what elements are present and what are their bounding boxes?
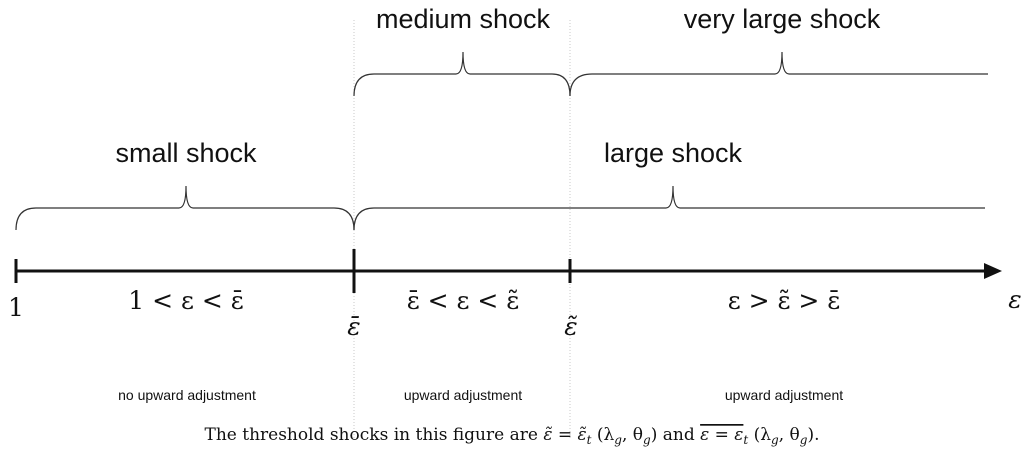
caption-sub-g2: g xyxy=(643,433,651,447)
region-medium-note: upward adjustment xyxy=(404,387,522,403)
very-large-shock-label: very large shock xyxy=(684,4,881,34)
threshold-bar-label: ε̄ xyxy=(347,312,360,341)
figure-caption: The threshold shocks in this figure are … xyxy=(204,425,819,447)
threshold-tilde-label: ε̃ xyxy=(564,312,577,341)
small-shock-label: small shock xyxy=(115,138,257,168)
caption-lead: The threshold shocks in this figure are xyxy=(204,425,543,445)
caption-end: . xyxy=(814,425,819,445)
axis-arrowhead-icon xyxy=(984,263,1002,279)
caption-close-2: ) xyxy=(807,425,814,445)
small-shock-brace xyxy=(15,185,355,231)
caption-bar-eq: ε = ε xyxy=(700,425,743,445)
caption-sub-g1: g xyxy=(614,433,622,447)
origin-label: 1 xyxy=(8,293,24,322)
region-large-inequality: ε > ε̃ > ε̄ xyxy=(728,286,841,315)
caption-comma-1: , θ xyxy=(622,425,643,445)
caption-bar-sub: t xyxy=(743,433,748,447)
caption-args-2: (λ xyxy=(748,425,771,445)
region-medium-inequality: ε̄ < ε < ε̃ xyxy=(407,286,520,315)
axis-symbol: ε xyxy=(1008,285,1021,314)
caption-sub-g4: g xyxy=(800,433,808,447)
caption-comma-2: , θ xyxy=(779,425,800,445)
region-small-note: no upward adjustment xyxy=(118,387,256,403)
very-large-shock-brace xyxy=(569,51,988,97)
caption-args-1: (λ xyxy=(591,425,614,445)
caption-tilde-sub: t xyxy=(587,433,592,447)
large-shock-brace xyxy=(353,185,985,231)
region-large-note: upward adjustment xyxy=(725,387,843,403)
caption-close-1: ) xyxy=(651,425,658,445)
caption-tilde-eq: ε̃ = ε̃ xyxy=(543,425,586,445)
medium-shock-label: medium shock xyxy=(376,4,551,34)
medium-shock-brace xyxy=(353,51,571,97)
large-shock-label: large shock xyxy=(604,138,743,168)
caption-and: and xyxy=(657,425,700,445)
caption-sub-g3: g xyxy=(771,433,779,447)
region-small-inequality: 1 < ε < ε̄ xyxy=(128,286,244,315)
